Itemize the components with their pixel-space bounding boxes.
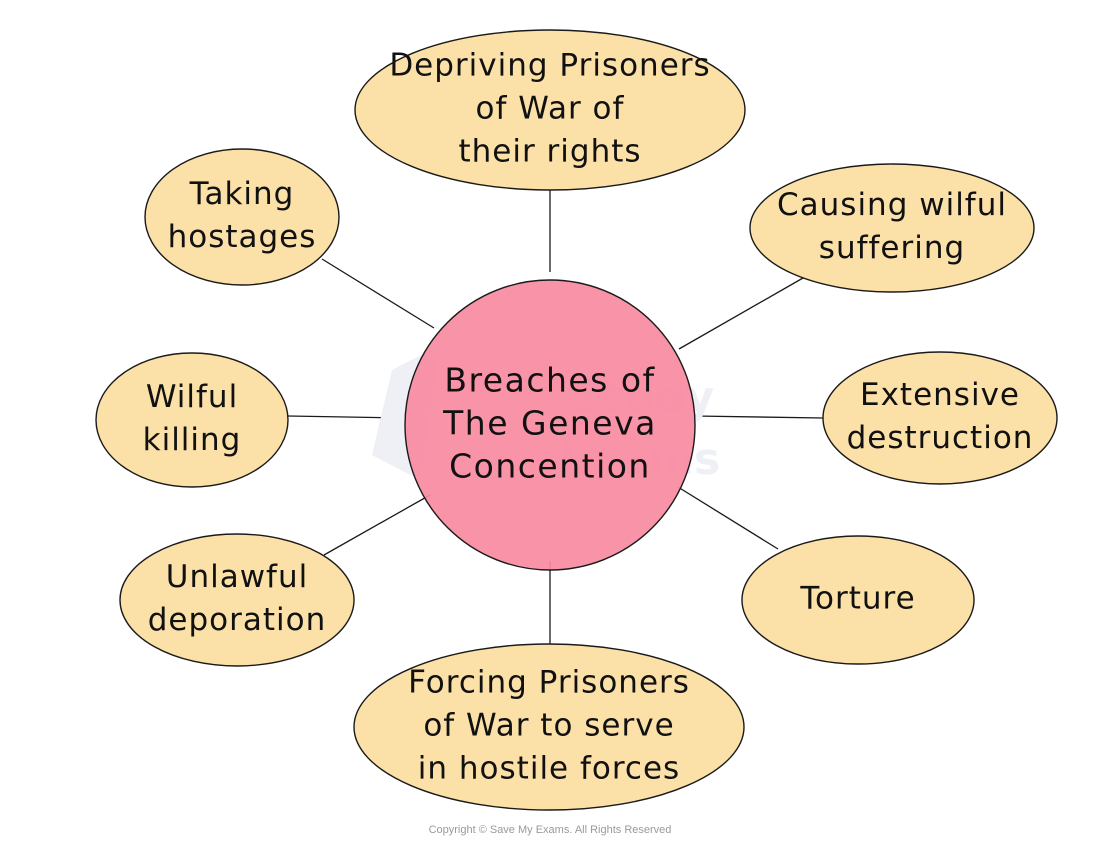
node-ellipse-wilful-killing bbox=[95, 352, 289, 488]
node-wilful-killing-line-1: Wilful bbox=[146, 379, 238, 415]
node-forcing-pows-serve: Forcing Prisoners of War to serve in hosti… bbox=[353, 643, 745, 811]
node-unlawful-deporation-line-2: deporation bbox=[148, 602, 327, 638]
outer-nodes: Depriving Prisoners of War of their rights… bbox=[95, 29, 1058, 811]
node-ellipse-torture bbox=[741, 535, 975, 665]
node-depriving-pows-rights-line-1: Depriving Prisoners bbox=[389, 48, 710, 84]
node-ellipse-unlawful-deporation bbox=[119, 533, 355, 667]
node-unlawful-deporation-line-1: Unlawful bbox=[166, 559, 308, 595]
node-ellipse-causing-wilful-suffering bbox=[749, 163, 1035, 293]
node-taking-hostages-line-2: hostages bbox=[168, 219, 317, 255]
connector-lines bbox=[287, 190, 824, 644]
node-extensive-destruction: Extensive destruction bbox=[822, 351, 1058, 485]
node-extensive-destruction-line-1: Extensive bbox=[860, 377, 1020, 413]
node-torture: Torture bbox=[741, 535, 975, 665]
center-title-line-1: Breaches of bbox=[444, 361, 655, 400]
node-depriving-pows-rights: Depriving Prisoners of War of their rights bbox=[354, 29, 746, 191]
node-taking-hostages: Taking hostages bbox=[144, 148, 340, 286]
node-depriving-pows-rights-line-3: their rights bbox=[458, 134, 641, 170]
connector-unlawful-deporation bbox=[323, 494, 431, 556]
node-causing-wilful-suffering-line-2: suffering bbox=[819, 230, 965, 266]
node-extensive-destruction-line-2: destruction bbox=[847, 420, 1034, 456]
node-forcing-pows-serve-line-1: Forcing Prisoners bbox=[408, 665, 690, 701]
node-causing-wilful-suffering-line-1: Causing wilful bbox=[777, 187, 1007, 223]
node-ellipse-extensive-destruction bbox=[822, 351, 1058, 485]
node-wilful-killing-line-2: killing bbox=[143, 422, 242, 458]
node-wilful-killing: Wilful killing bbox=[95, 352, 289, 488]
node-taking-hostages-line-1: Taking bbox=[189, 176, 295, 212]
connector-taking-hostages bbox=[321, 258, 435, 329]
connector-extensive-destruction bbox=[694, 415, 824, 419]
connector-torture bbox=[677, 486, 779, 550]
node-causing-wilful-suffering: Causing wilful suffering bbox=[749, 163, 1035, 293]
node-ellipse-depriving-pows-rights bbox=[354, 29, 746, 191]
center-circle bbox=[404, 279, 696, 571]
center-title-line-3: Concention bbox=[449, 447, 651, 486]
center-title-line-2: The Geneva bbox=[442, 404, 657, 443]
node-unlawful-deporation: Unlawful deporation bbox=[119, 533, 355, 667]
node-depriving-pows-rights-line-2: of War of bbox=[476, 91, 625, 127]
copyright-notice: Copyright © Save My Exams. All Rights Re… bbox=[428, 824, 672, 836]
node-forcing-pows-serve-line-3: in hostile forces bbox=[418, 751, 680, 787]
node-torture-line-1: Torture bbox=[799, 581, 915, 617]
node-ellipse-forcing-pows-serve bbox=[353, 643, 745, 811]
connector-causing-wilful-suffering bbox=[678, 277, 804, 350]
node-forcing-pows-serve-line-2: of War to serve bbox=[423, 708, 674, 744]
node-ellipse-taking-hostages bbox=[144, 148, 340, 286]
